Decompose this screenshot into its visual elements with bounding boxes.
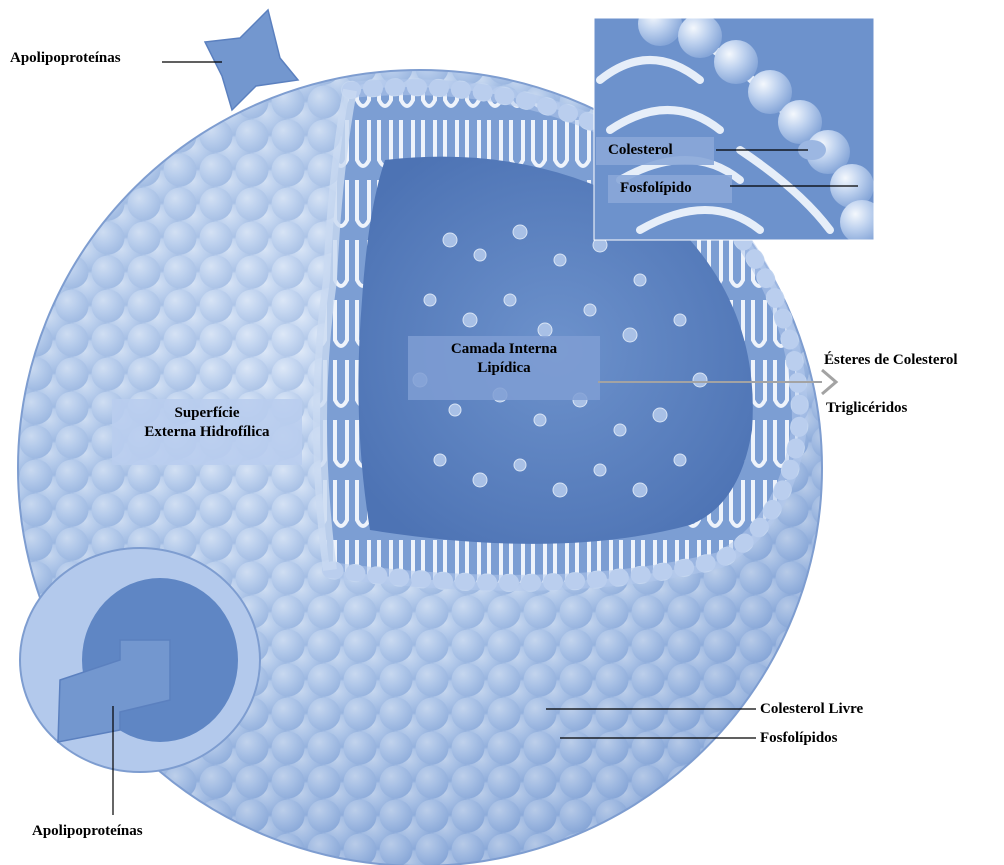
label-camada-interna-line2: Lipídica: [408, 359, 600, 378]
label-superficie-line2: Externa Hidrofílica: [112, 423, 302, 442]
label-fosfolipidos: Fosfolípidos: [760, 730, 838, 747]
membrane-zoom-inset: [594, 2, 884, 244]
leader-core-bracket: [822, 370, 836, 394]
label-camada-interna: Camada Interna Lipídica: [408, 340, 600, 378]
label-superficie-externa: Superfície Externa Hidrofílica: [112, 404, 302, 442]
label-fosfolipido: Fosfolípido: [620, 180, 692, 197]
label-trigliceridos: Triglicéridos: [826, 400, 907, 417]
label-colesterol: Colesterol: [608, 142, 673, 159]
apolipoprotein-bottom-shape: [20, 548, 260, 772]
label-apolipoproteinas-bottom: Apolipoproteínas: [32, 823, 143, 840]
label-colesterol-livre: Colesterol Livre: [760, 701, 863, 718]
label-camada-interna-line1: Camada Interna: [408, 340, 600, 359]
label-apolipoproteinas-top: Apolipoproteínas: [10, 50, 121, 67]
label-superficie-line1: Superfície: [112, 404, 302, 423]
label-esteres-de-colesterol: Ésteres de Colesterol: [824, 352, 958, 369]
